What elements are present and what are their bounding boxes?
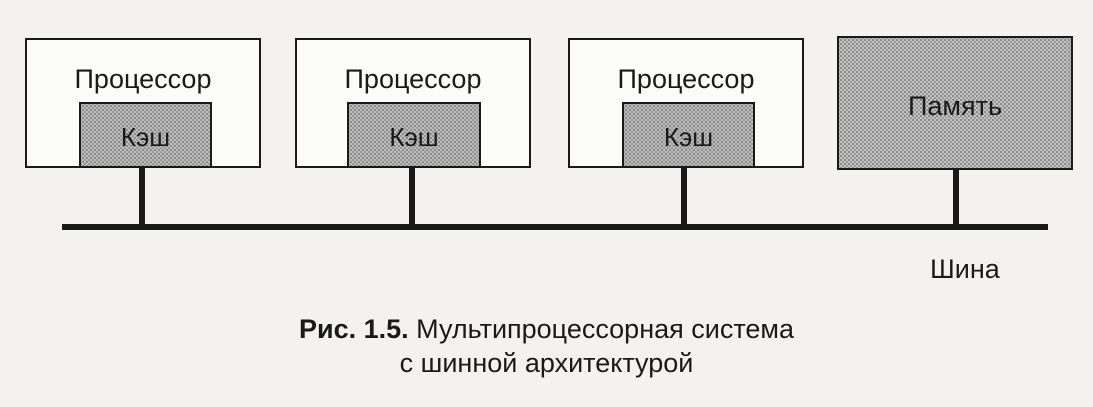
memory-label: Память — [907, 91, 1003, 121]
bus-label: Шина — [930, 254, 1000, 284]
processor-box-1: Процессор Кэш — [25, 38, 261, 168]
bus-connector-4 — [953, 168, 959, 226]
cache-box-3: Кэш — [622, 102, 755, 168]
caption-prefix: Рис. 1.5. — [298, 314, 409, 344]
bus-connector-2 — [409, 166, 415, 226]
cache-label: Кэш — [663, 122, 714, 152]
cache-box-2: Кэш — [347, 102, 481, 168]
bus-line — [62, 224, 1048, 230]
cache-label: Кэш — [389, 122, 439, 152]
caption-title: Мультипроцессорная система — [416, 314, 794, 344]
bus-connector-1 — [139, 166, 145, 226]
bus-connector-3 — [681, 166, 687, 226]
memory-box: Память — [837, 36, 1073, 170]
processor-label: Процессор — [344, 64, 482, 94]
processor-box-3: Процессор Кэш — [568, 38, 804, 168]
figure-caption: Рис. 1.5. Мультипроцессорная система с ш… — [0, 312, 1093, 380]
processor-label: Процессор — [617, 64, 755, 94]
cache-box-1: Кэш — [79, 102, 212, 168]
cache-label: Кэш — [120, 122, 171, 152]
caption-line-2: с шинной архитектурой — [399, 348, 694, 378]
processor-label: Процессор — [74, 64, 212, 94]
caption-line-1: Рис. 1.5. Мультипроцессорная система — [0, 312, 1093, 346]
processor-box-2: Процессор Кэш — [295, 38, 531, 168]
